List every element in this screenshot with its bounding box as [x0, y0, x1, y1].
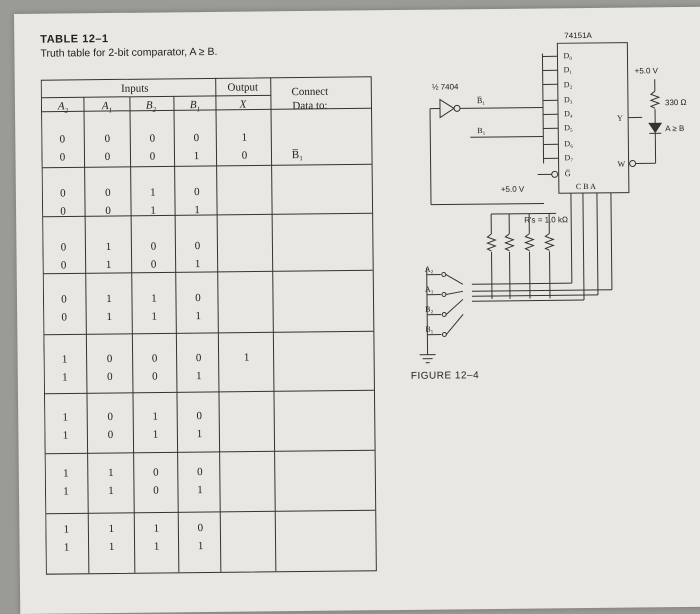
table-cell: 0 — [180, 466, 220, 478]
pin-y: Y — [617, 114, 623, 123]
figure-caption: FIGURE 12–4 — [411, 370, 479, 382]
table-cell: 1 — [45, 429, 85, 441]
led-label: A ≥ B — [665, 124, 684, 133]
inverter-name: ½ 7404 — [432, 82, 459, 91]
table-cell: 1 — [46, 467, 86, 479]
table-cell: 1 — [91, 485, 131, 497]
pin-d0: D₀ — [563, 51, 572, 60]
switch-a2: A₂ — [425, 265, 434, 274]
mux-ic-name: 74151A — [564, 31, 592, 40]
pin-d1: D₁ — [564, 65, 573, 74]
table-cell: 0 — [136, 466, 176, 478]
switch-a1: A₁ — [425, 285, 434, 294]
pin-d4: D₄ — [564, 109, 573, 118]
table-cell: 0 — [136, 484, 176, 496]
pin-w: W — [618, 160, 626, 169]
pin-g: G̅ — [565, 169, 571, 178]
pin-d2: D₂ — [564, 80, 573, 89]
table-cell: 1 — [180, 484, 220, 496]
pin-d5: D₅ — [564, 123, 573, 132]
pin-d3: D₃ — [564, 95, 573, 104]
pullup-label: R's = 1.0 kΩ — [524, 215, 568, 224]
table-cell: 1 — [46, 485, 86, 497]
table-cell: 1 — [91, 467, 131, 479]
table-cell: 1 — [135, 428, 175, 440]
pin-d6: D₆ — [564, 139, 573, 148]
select-pins: C B A — [576, 182, 596, 191]
inverter-out: B̅₁ — [476, 96, 485, 105]
table-cell: 1 — [181, 540, 221, 552]
table-cell: 1 — [91, 523, 131, 535]
table-cell: 1 — [137, 540, 177, 552]
pin-d7: D₇ — [564, 153, 573, 162]
resistor-label: 330 Ω — [665, 98, 687, 107]
switch-b2: B₂ — [425, 305, 433, 314]
table-cell: 1 — [46, 523, 86, 535]
table-cell: 1 — [179, 428, 219, 440]
table-cell: 0 — [180, 522, 220, 534]
textbook-page: TABLE 12–1 Truth table for 2-bit compara… — [14, 7, 700, 614]
table-cell: 1 — [92, 541, 132, 553]
table-cell: 0 — [90, 429, 130, 441]
table-cell: 1 — [136, 522, 176, 534]
inverter-in: B₁ — [477, 126, 485, 135]
comparator-circuit: 74151A D₀ D₁ D₂ D₃ D₄ D₅ D₆ D₇ G̅ C B A … — [14, 7, 700, 414]
vcc-top: +5.0 V — [635, 66, 659, 75]
vcc-mid: +5.0 V — [501, 185, 525, 194]
switch-b1: B₁ — [425, 325, 433, 334]
table-cell: 1 — [47, 541, 87, 553]
